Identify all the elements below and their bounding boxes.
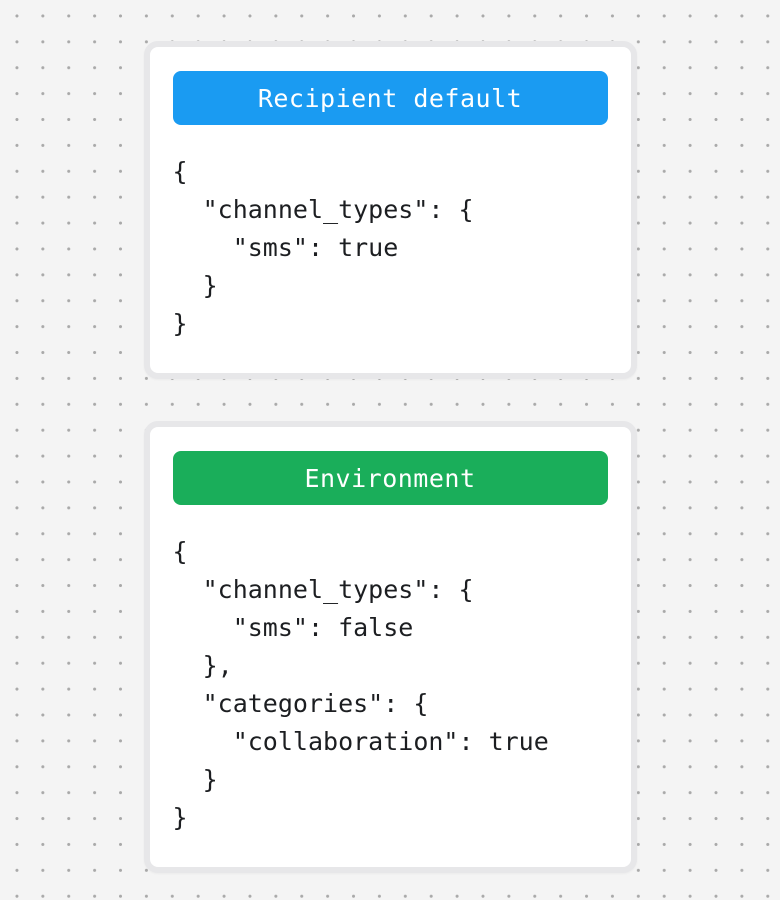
- code-line: }: [172, 803, 188, 832]
- code-line: {: [172, 537, 188, 566]
- code-line: "channel_types": {: [172, 195, 474, 224]
- code-line: }: [172, 271, 218, 300]
- code-line: "sms": false: [172, 613, 414, 642]
- recipient-default-title-badge: Recipient default: [172, 71, 608, 125]
- environment-title-badge: Environment: [172, 451, 608, 505]
- environment-code-block: { "channel_types": { "sms": false }, "ca…: [173, 533, 608, 837]
- code-line: "collaboration": true: [172, 727, 549, 756]
- recipient-default-code-block: { "channel_types": { "sms": true } }: [173, 153, 608, 343]
- recipient-default-card: Recipient default { "channel_types": { "…: [143, 41, 637, 379]
- code-line: {: [172, 157, 188, 186]
- code-line: "channel_types": {: [172, 575, 474, 604]
- code-line: }: [172, 765, 218, 794]
- environment-card: Environment { "channel_types": { "sms": …: [143, 421, 637, 873]
- code-line: "categories": {: [172, 689, 429, 718]
- code-line: }: [172, 309, 188, 338]
- code-line: "sms": true: [172, 233, 399, 262]
- code-line: },: [172, 651, 233, 680]
